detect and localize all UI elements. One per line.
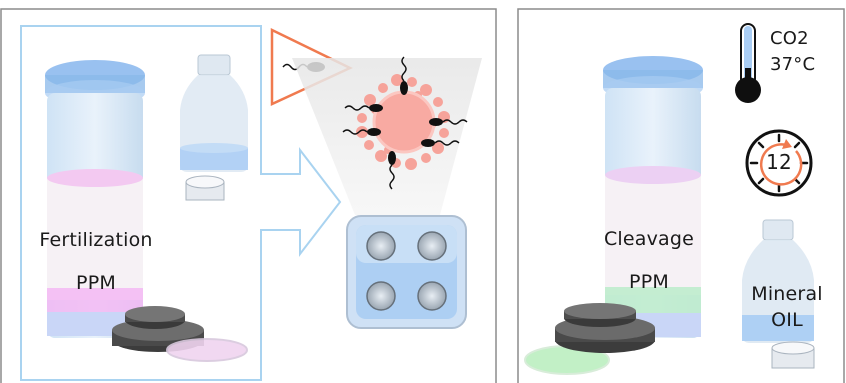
thermometer-icon <box>735 24 761 103</box>
cleavage-label: Cleavage <box>604 228 694 250</box>
cleavage-medium-bottle <box>603 56 703 338</box>
four-well-dish <box>347 216 466 328</box>
oil-bottle-cap <box>772 342 814 368</box>
fertilization-medium-bottle <box>45 60 145 338</box>
temperature-label: 37°C <box>770 54 815 75</box>
timer-hours-label: 12 <box>766 150 792 174</box>
bottle-cap <box>186 176 224 200</box>
small-medium-bottle <box>180 55 248 172</box>
fertilization-ppm-label: PPM <box>76 272 116 294</box>
mineral-oil-label-line1: Mineral <box>751 283 823 305</box>
mineral-oil-label-line2: OIL <box>771 309 803 331</box>
fertilization-label: Fertilization <box>39 229 152 251</box>
petri-dish-pink <box>167 339 247 361</box>
cleavage-ppm-label: PPM <box>629 271 669 293</box>
co2-label: CO2 <box>770 28 809 49</box>
